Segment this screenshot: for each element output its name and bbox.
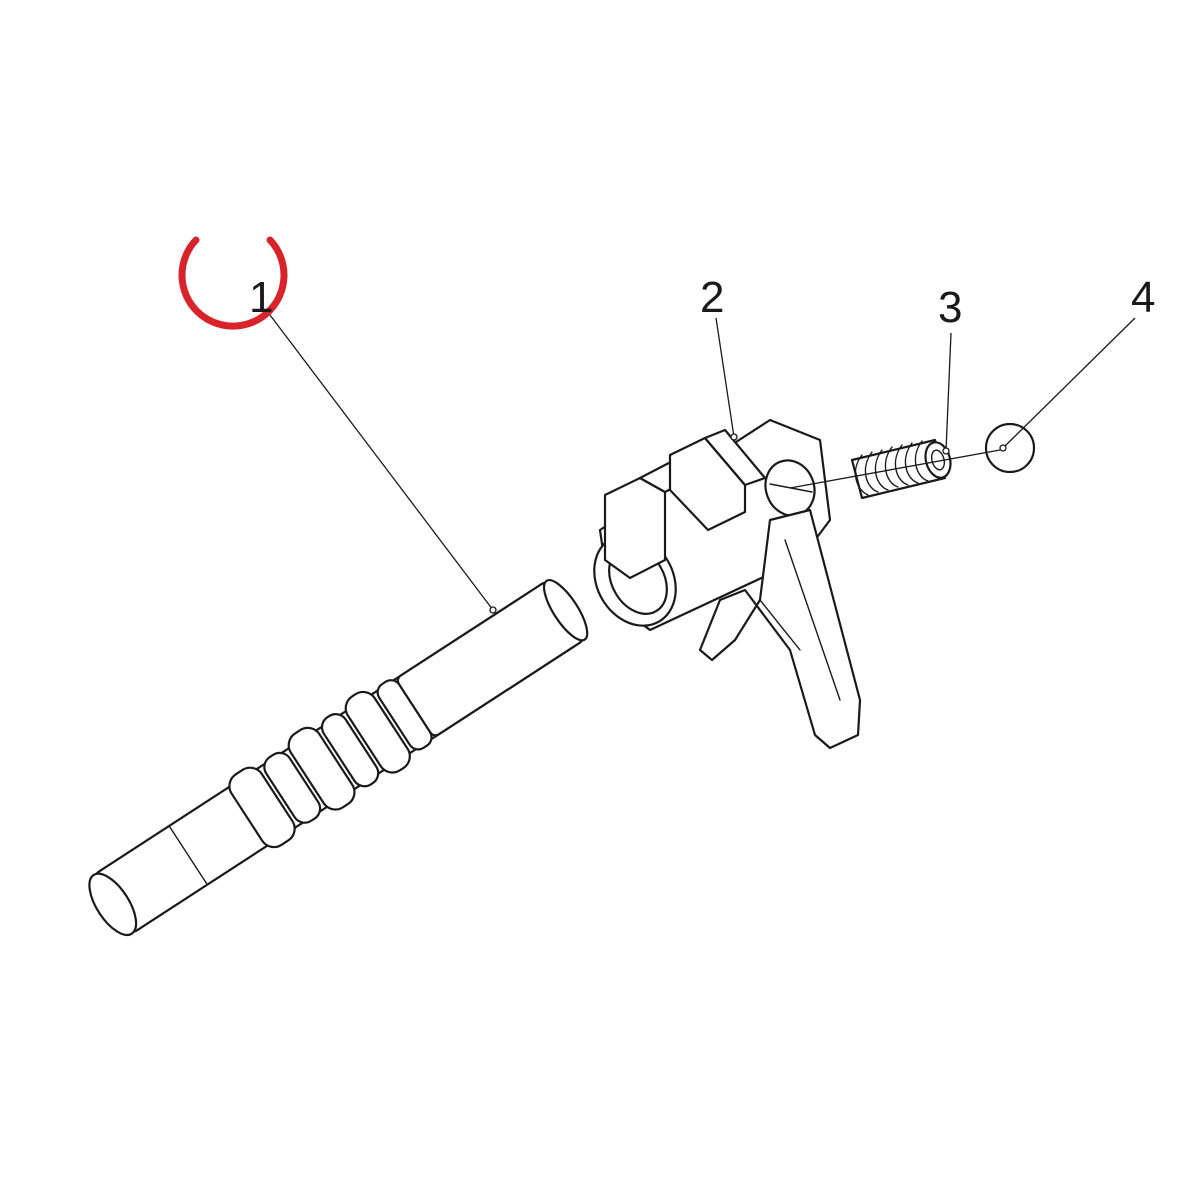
part-1-shaft [88,579,589,937]
highlight-circle [178,236,288,330]
assembly-axis-line [789,449,1001,489]
leader-anchor-4 [999,444,1007,452]
callout-4: 4 [1131,273,1155,322]
leader-line-1 [269,314,494,611]
leader-line-3 [945,332,952,452]
leader-anchor-1 [489,606,497,614]
leader-lines [269,314,1136,614]
leader-anchor-3 [942,447,950,455]
part-2-fork [593,418,862,750]
leader-anchor-2 [730,433,738,441]
leader-line-4 [1002,317,1136,449]
part-4-ball [984,422,1036,474]
leader-line-2 [715,317,735,438]
part-3-spring [850,438,952,500]
callout-2: 2 [700,273,724,322]
callout-3: 3 [938,283,962,332]
callout-1: 1 [249,273,273,322]
